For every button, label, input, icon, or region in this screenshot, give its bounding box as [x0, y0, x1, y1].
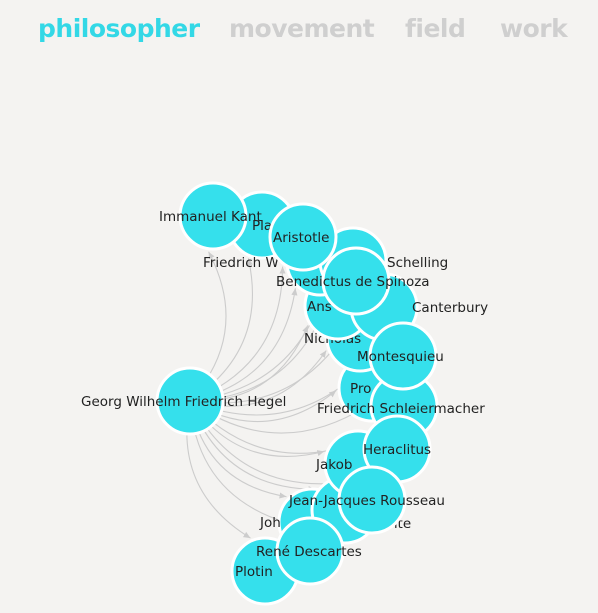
node-label: René Descartes: [256, 544, 362, 560]
node-aristotle[interactable]: Aristotle: [268, 202, 338, 272]
node-circle[interactable]: [268, 202, 338, 272]
node-label: Aristotle: [273, 230, 329, 246]
node-label: Ans: [307, 299, 332, 315]
node-label: Pro: [350, 381, 371, 397]
tab-field[interactable]: field: [405, 14, 466, 43]
node-label: Plotin: [235, 564, 273, 580]
node-label: Jakob: [315, 457, 352, 473]
node-circle[interactable]: [178, 181, 248, 251]
node-label: Canterbury: [412, 300, 488, 316]
node-circle[interactable]: [275, 516, 345, 586]
node-kant[interactable]: Immanuel Kant: [159, 181, 262, 251]
node-spinoza[interactable]: Benedictus de Spinoza: [276, 246, 430, 316]
node-circle[interactable]: [337, 465, 407, 535]
node-label: Montesquieu: [357, 349, 444, 365]
node-rousseau[interactable]: Jean-Jacques Rousseau: [288, 465, 445, 535]
node-descartes[interactable]: René Descartes: [256, 516, 362, 586]
node-circle[interactable]: [321, 246, 391, 316]
node-montesquieu[interactable]: Montesquieu: [357, 321, 444, 391]
category-tabs: philosopher movement field work: [0, 0, 598, 70]
node-label: Benedictus de Spinoza: [276, 274, 430, 290]
tab-movement[interactable]: movement: [229, 14, 375, 43]
node-circle[interactable]: [155, 366, 225, 436]
node-label: Immanuel Kant: [159, 209, 262, 225]
node-label: Heraclitus: [363, 442, 431, 458]
node-label: Joh: [259, 515, 281, 531]
node-layer: PlaPlotinJohnteJakobProNicholasAnsCanter…: [81, 181, 488, 606]
node-label: Schelling: [387, 255, 448, 271]
node-label: Jean-Jacques Rousseau: [288, 493, 445, 509]
node-hegel[interactable]: Georg Wilhelm Friedrich Hegel: [81, 366, 286, 436]
node-label: Georg Wilhelm Friedrich Hegel: [81, 394, 286, 410]
node-label: Pla: [252, 218, 272, 234]
tab-work[interactable]: work: [500, 14, 568, 43]
node-label: Friedrich Schleiermacher: [317, 401, 485, 417]
node-heraclitus[interactable]: Heraclitus: [362, 414, 432, 484]
node-circle[interactable]: [368, 321, 438, 391]
node-label: Friedrich W: [203, 255, 279, 271]
tab-philosopher[interactable]: philosopher: [38, 14, 200, 43]
